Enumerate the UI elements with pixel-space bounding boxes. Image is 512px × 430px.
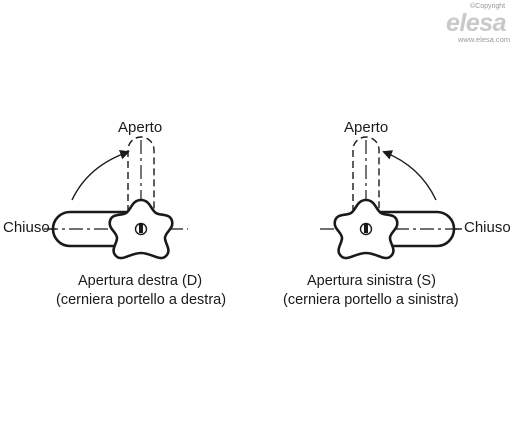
knob-hub <box>359 222 373 236</box>
knob-key <box>364 224 368 233</box>
closed-label: Chiuso <box>464 219 511 236</box>
left-hand-opening-figure: Aperto Chiuso Apertura sinistra (S) (cer… <box>283 119 511 308</box>
open-position-lever-outline <box>127 136 155 212</box>
caption-line-1: Apertura destra (D) <box>78 273 202 289</box>
rotation-arrow <box>71 149 130 201</box>
open-label: Aperto <box>118 119 162 136</box>
caption-line-2: (cerniera portello a destra) <box>56 292 226 308</box>
caption-line-1: Apertura sinistra (S) <box>307 273 436 289</box>
knob-hub <box>134 222 148 236</box>
brand-logo-text: elesa <box>446 9 507 37</box>
caption-line-2: (cerniera portello a sinistra) <box>283 292 459 308</box>
rotation-arrow <box>382 150 437 201</box>
right-hand-opening-figure: Aperto Chiuso Apertura destra (D) (cerni… <box>3 119 226 308</box>
knob-key <box>139 224 143 233</box>
brand-url-text: www.elesa.com <box>457 35 510 44</box>
open-position-lever-outline <box>352 136 380 212</box>
closed-label: Chiuso <box>3 219 50 236</box>
elesa-watermark-logo: ©Copyright elesa www.elesa.com <box>446 2 510 44</box>
copyright-text: ©Copyright <box>470 2 505 10</box>
open-label: Aperto <box>344 119 388 136</box>
